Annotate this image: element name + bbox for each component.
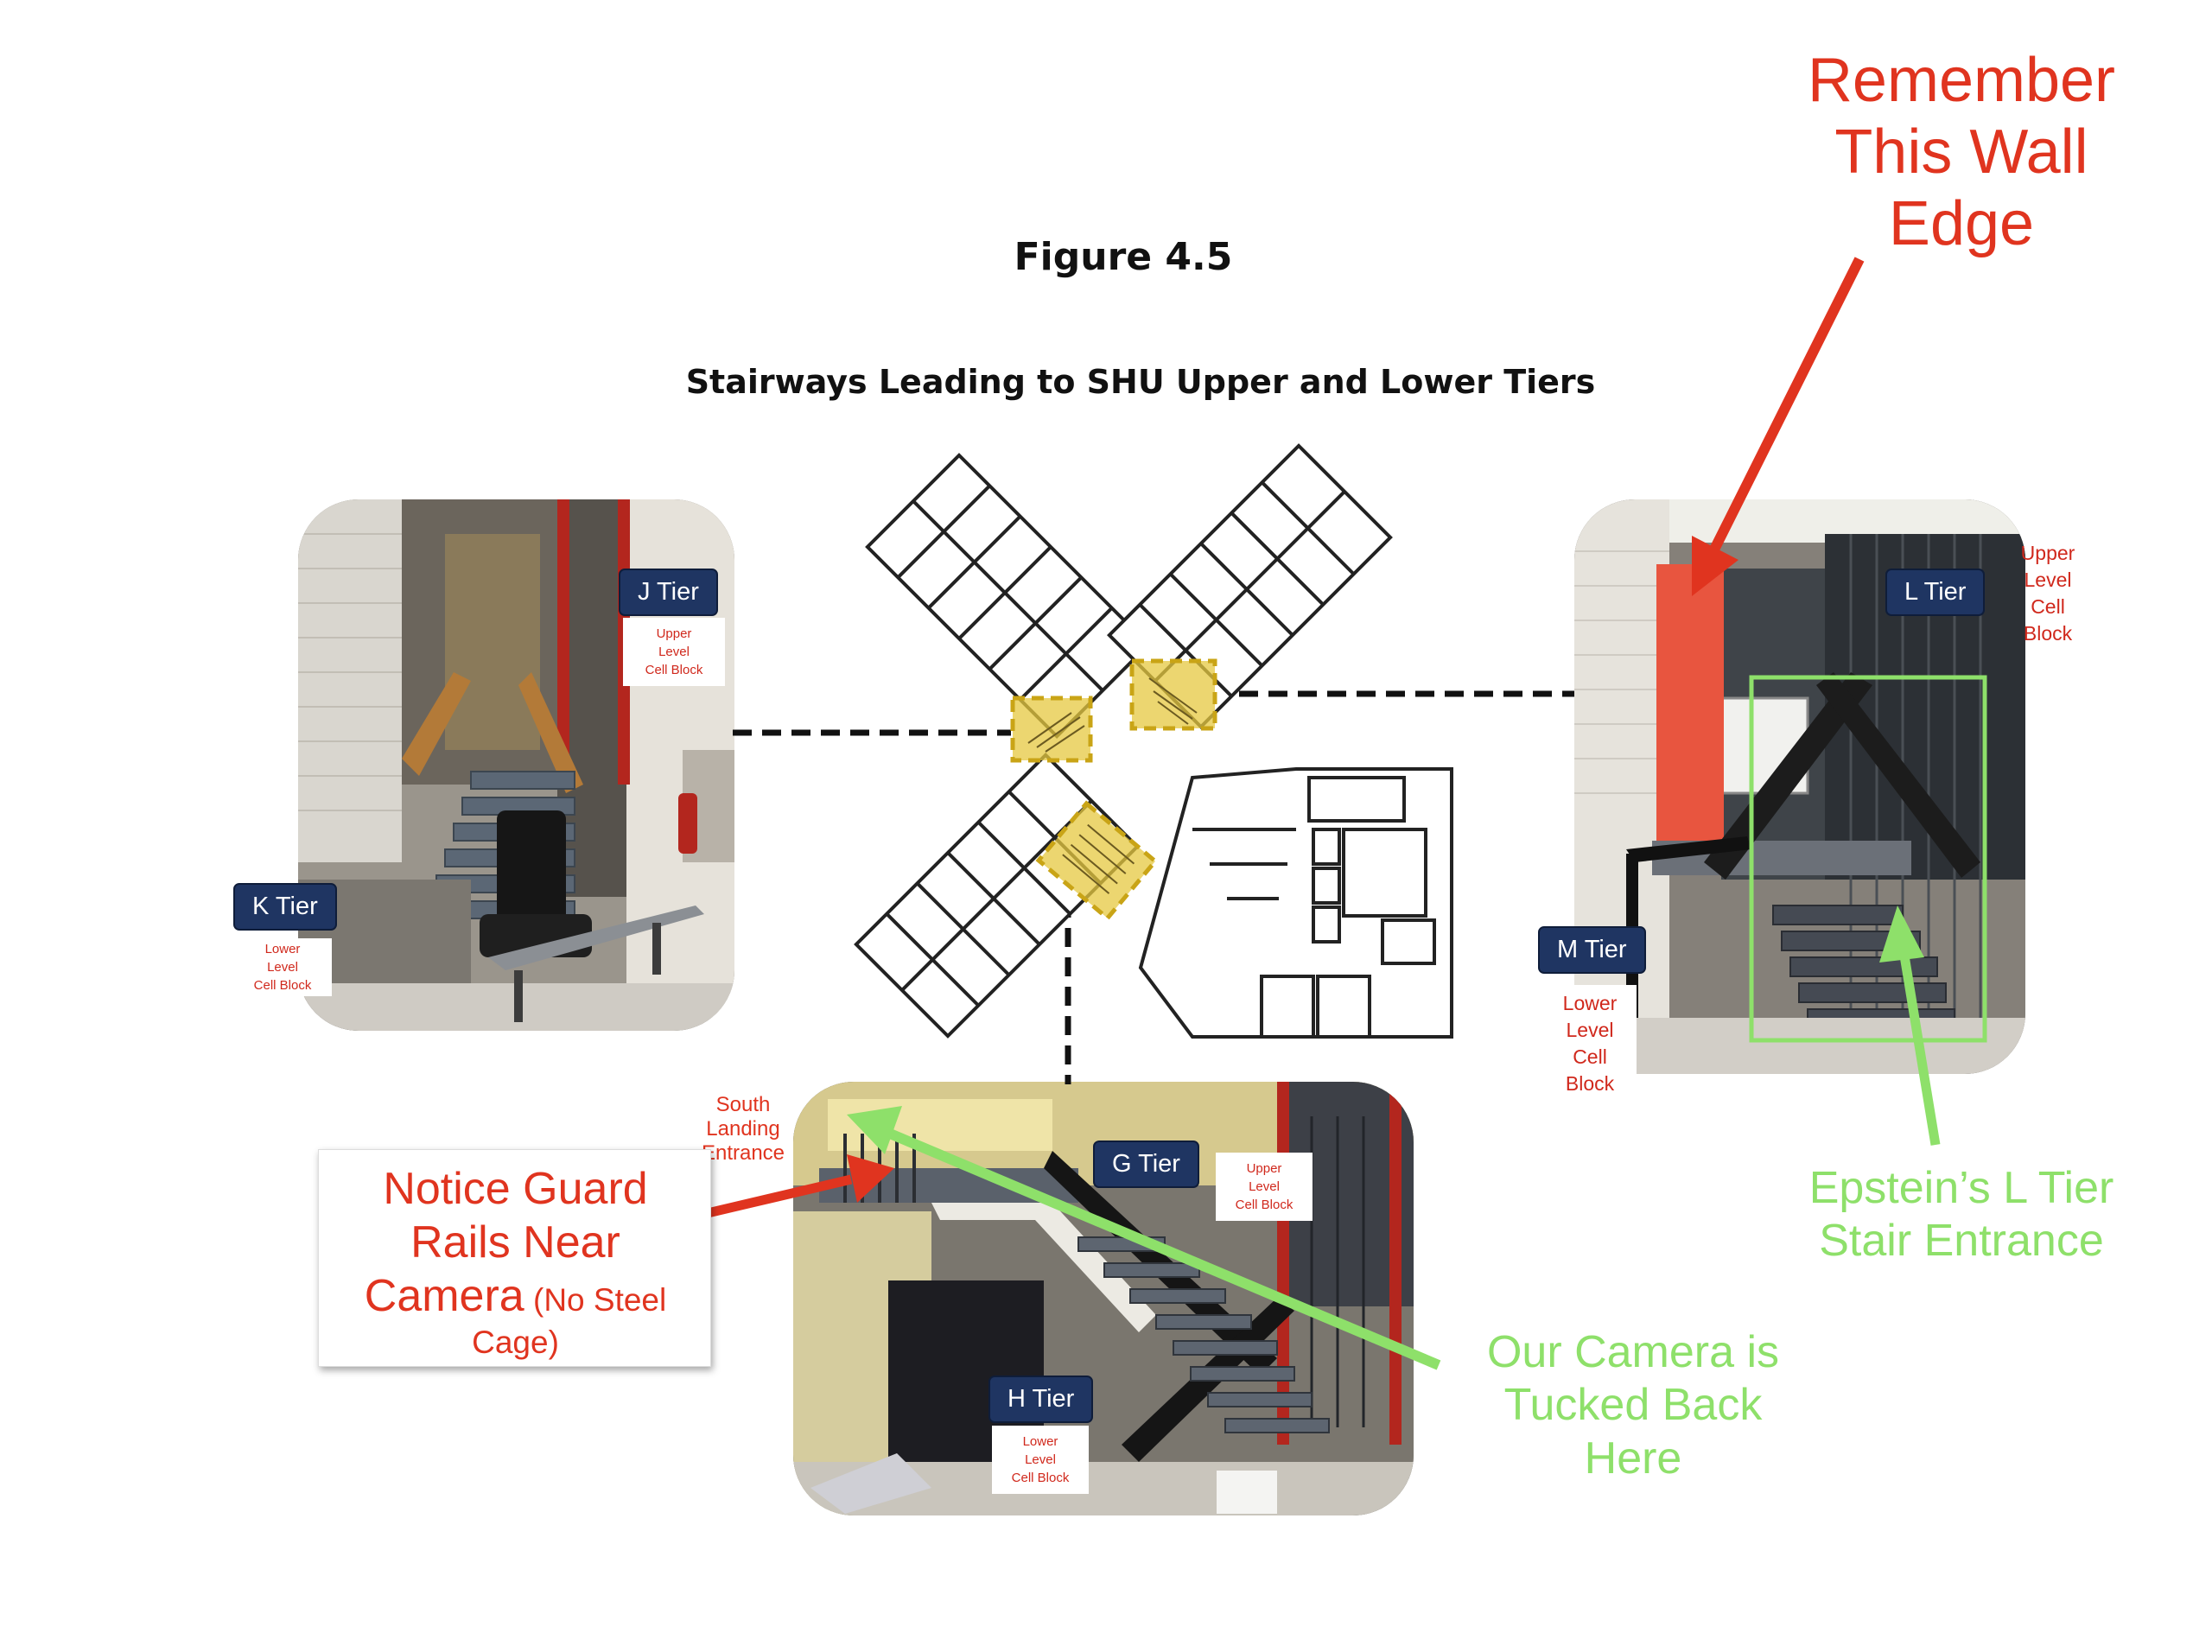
h-tier-badge: H Tier: [988, 1376, 1094, 1423]
h-level-line-1: Lower: [1022, 1434, 1058, 1449]
j-level-line-1: Upper: [656, 626, 692, 641]
plan-wing-sw: [854, 753, 1140, 1039]
epstein-line-1: Epstein’s L Tier: [1808, 1163, 2114, 1213]
k-level-line-3: Cell Block: [253, 978, 312, 993]
m-level-line-4: Block: [1565, 1072, 1615, 1095]
k-tier-level-label: Lower Level Cell Block: [233, 938, 332, 996]
wall-edge-line-2: This Wall: [1834, 117, 2088, 187]
j-level-line-2: Level: [658, 645, 690, 659]
guard-rails-no-steel: (No Steel: [524, 1282, 667, 1318]
j-level-line-3: Cell Block: [645, 663, 703, 677]
annotation-epstein-stair-entrance: Epstein’s L Tier Stair Entrance: [1745, 1162, 2177, 1268]
plan-wing-ne: [1107, 443, 1393, 729]
annotation-camera-tucked-back: Our Camera is Tucked Back Here: [1434, 1326, 1832, 1485]
k-level-line-1: Lower: [264, 942, 301, 956]
l-tier-level-label: Upper Level Cell Block: [1996, 540, 2100, 647]
l-level-line-3: Cell: [2031, 595, 2065, 618]
h-level-line-2: Level: [1025, 1452, 1056, 1467]
annotation-remember-wall-edge: Remember This Wall Edge: [1715, 45, 2208, 259]
south-landing-line-1: South: [715, 1093, 771, 1116]
m-level-line-2: Level: [1566, 1019, 1614, 1041]
g-level-line-2: Level: [1249, 1179, 1280, 1194]
wall-edge-line-3: Edge: [1888, 188, 2035, 258]
callout-notice-guard-rails: Notice Guard Rails Near Camera (No Steel…: [318, 1149, 711, 1367]
g-tier-level-label: Upper Level Cell Block: [1216, 1153, 1313, 1221]
camera-line-1: Our Camera is: [1486, 1327, 1780, 1377]
m-level-line-1: Lower: [1562, 992, 1618, 1014]
camera-line-2: Tucked Back: [1503, 1380, 1763, 1431]
annotation-south-landing-entrance: South Landing Entrance: [687, 1093, 799, 1166]
guard-rails-line-3: Camera (No Steel: [319, 1269, 712, 1327]
epstein-line-2: Stair Entrance: [1819, 1216, 2104, 1267]
g-level-line-1: Upper: [1246, 1161, 1282, 1176]
camera-line-3: Here: [1584, 1433, 1682, 1484]
guard-rails-camera: Camera: [364, 1271, 524, 1321]
m-level-line-3: Cell: [1573, 1045, 1607, 1068]
figure-number: Figure 4.5: [1014, 235, 1233, 279]
j-tier-level-label: Upper Level Cell Block: [623, 618, 725, 686]
plan-wing-nw: [865, 453, 1152, 740]
l-level-line-2: Level: [2024, 569, 2072, 591]
wall-edge-line-1: Remember: [1807, 46, 2116, 115]
guard-rails-text: Notice Guard Rails Near Camera (No Steel…: [319, 1162, 712, 1358]
guard-rails-line-4: Cage): [472, 1325, 559, 1360]
m-tier-badge: M Tier: [1538, 926, 1646, 974]
l-level-line-4: Block: [2023, 622, 2073, 645]
k-level-line-2: Level: [267, 960, 298, 975]
h-level-line-3: Cell Block: [1011, 1471, 1070, 1485]
south-landing-line-3: Entrance: [701, 1141, 785, 1165]
l-level-line-1: Upper: [2020, 542, 2075, 564]
g-tier-badge: G Tier: [1093, 1141, 1199, 1188]
stair-highlight-g: [1035, 800, 1159, 922]
k-tier-badge: K Tier: [233, 883, 337, 931]
guard-rails-line-2: Rails Near: [410, 1217, 620, 1268]
m-tier-level-label: Lower Level Cell Block: [1543, 985, 1637, 1102]
l-tier-badge: L Tier: [1885, 569, 1986, 616]
h-tier-level-label: Lower Level Cell Block: [992, 1426, 1089, 1494]
j-tier-badge: J Tier: [619, 569, 718, 616]
g-level-line-3: Cell Block: [1235, 1198, 1294, 1212]
figure-subtitle: Stairways Leading to SHU Upper and Lower…: [685, 363, 1596, 401]
stair-highlight-l: [1129, 658, 1217, 731]
south-landing-line-2: Landing: [706, 1117, 780, 1141]
guard-rails-line-1: Notice Guard: [383, 1164, 648, 1214]
plan-wing-se: [1138, 767, 1453, 1039]
stair-highlight-j: [1010, 696, 1093, 763]
